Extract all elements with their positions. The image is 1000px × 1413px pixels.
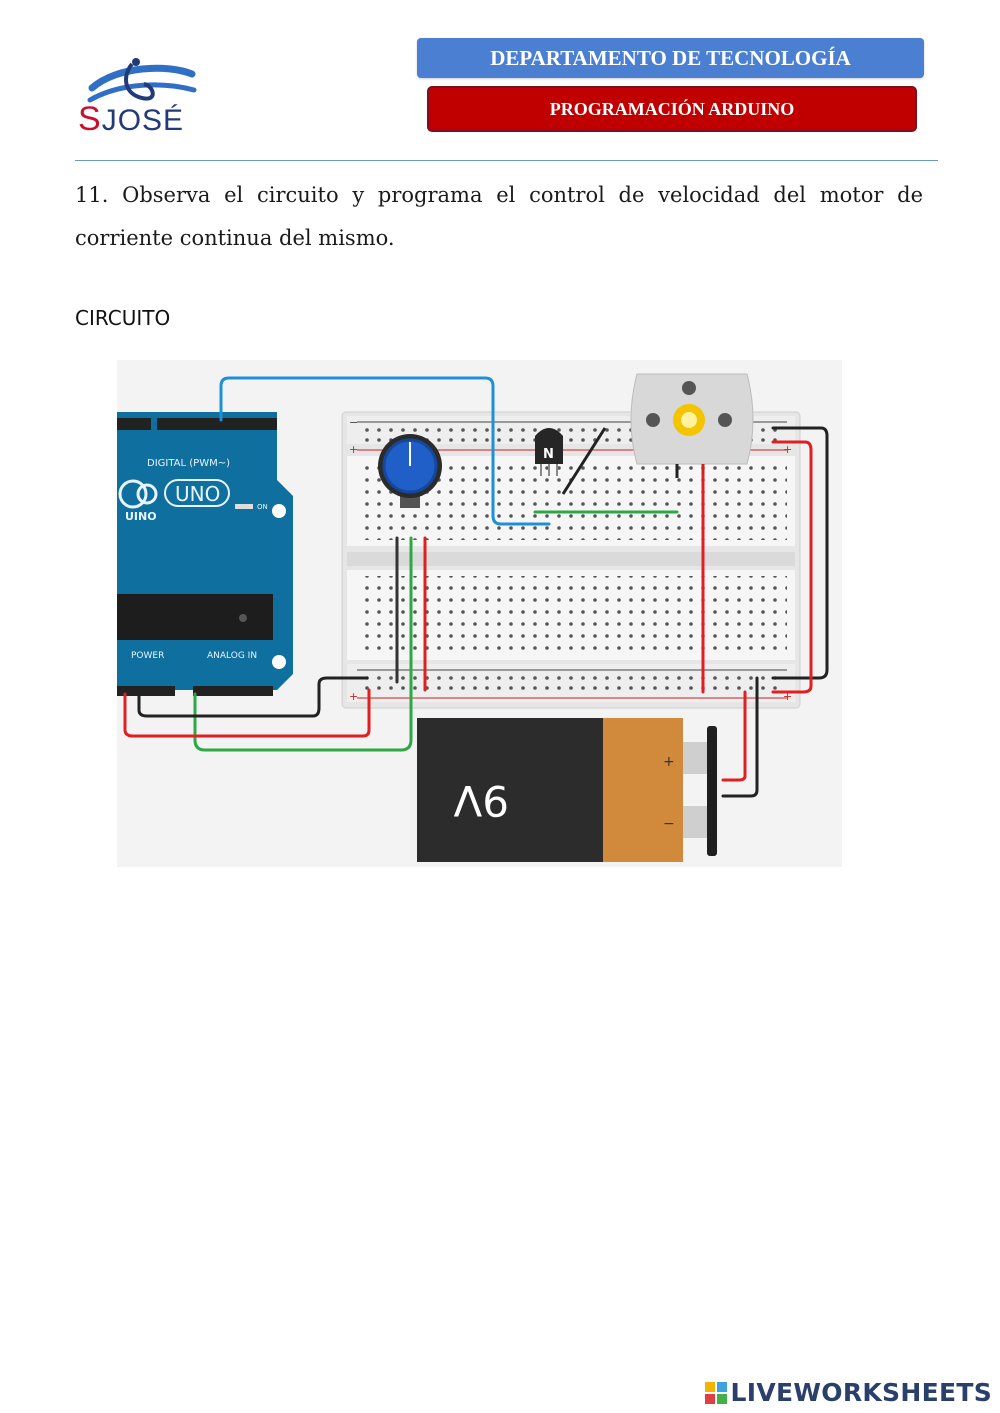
power-label: POWER: [131, 651, 164, 661]
rail-plus-label: +: [349, 443, 358, 456]
battery-minus-terminal: −: [663, 816, 675, 832]
question-text: 11. Observa el circuito y programa el co…: [75, 183, 923, 250]
breadboard: − + + + +: [341, 411, 801, 709]
liveworksheets-brand: LIVEWORKSHEETS: [704, 1378, 992, 1407]
subject-banner: PROGRAMACIÓN ARDUINO: [427, 86, 917, 132]
wire-pot-analog: [193, 536, 413, 752]
diode-lead: [561, 427, 607, 495]
board-name-label: UNO: [175, 482, 220, 506]
battery-9v: 9V + −: [417, 718, 717, 862]
npn-transistor: N: [535, 428, 563, 476]
rail-plus-label-right: +: [783, 443, 792, 456]
digital-pwm-label: DIGITAL (PWM~): [147, 458, 230, 469]
potentiometer: [378, 434, 442, 508]
school-logo: [87, 58, 197, 103]
battery-voltage-label: 9V: [453, 776, 509, 825]
transistor-label: N: [543, 447, 554, 462]
dc-motor: [630, 373, 754, 478]
wire-battery-minus: [721, 676, 759, 798]
logo-wordmark: SJOSÉ: [78, 100, 185, 138]
wire-5v: [123, 688, 371, 738]
circuit-diagram: − + + + + DIGITAL (PWM~) UINO UNO ON POW…: [117, 360, 842, 867]
department-banner: DEPARTAMENTO DE TECNOLOGÍA: [417, 38, 924, 78]
wire-battery-plus: [721, 690, 747, 782]
wire-pwm-signal: [219, 376, 551, 526]
analog-in-label: ANALOG IN: [207, 651, 257, 661]
rail-plus-label-right-bottom: +: [783, 690, 792, 703]
battery-plus-terminal: +: [663, 754, 675, 770]
liveworksheets-wordmark: LIVEWORKSHEETS: [730, 1378, 992, 1407]
board-brand-label: UINO: [125, 510, 157, 523]
wire-rail-vcc-right: [771, 440, 813, 694]
header-divider: [75, 160, 938, 161]
wire-gnd: [137, 676, 369, 718]
wire-rail-gnd-right: [771, 426, 829, 680]
on-label: ON: [257, 503, 268, 511]
rail-minus-label: −: [349, 416, 358, 429]
rail-plus-label-bottom: +: [349, 690, 358, 703]
liveworksheets-logo-icon: [704, 1381, 727, 1404]
arduino-board: DIGITAL (PWM~) UINO UNO ON POWER ANALOG …: [117, 412, 293, 696]
section-title: CIRCUITO: [75, 306, 171, 330]
